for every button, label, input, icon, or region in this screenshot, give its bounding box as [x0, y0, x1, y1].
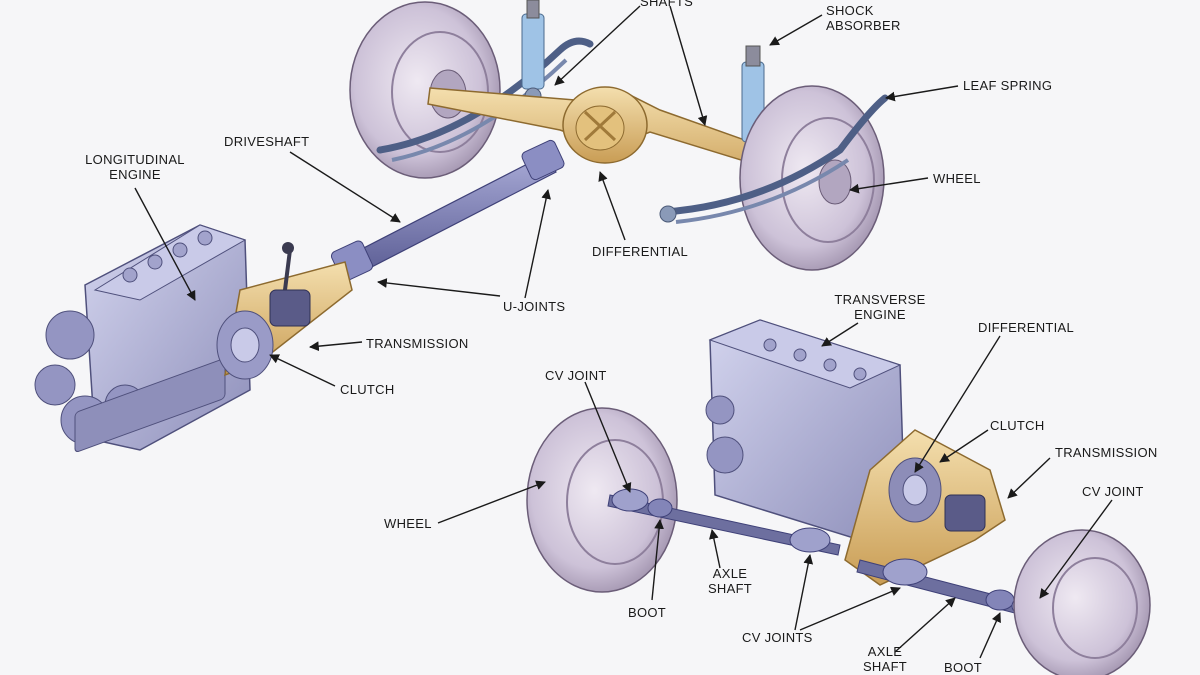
- front-right-wheel: [1013, 529, 1151, 675]
- label-shock-absorber-line2: ABSORBER: [826, 18, 901, 33]
- label-transverse-engine-line1: TRANSVERSE: [834, 292, 926, 307]
- label-wheel-front: WHEEL: [384, 516, 432, 531]
- label-transmission-rear: TRANSMISSION: [366, 336, 469, 351]
- longitudinal-engine: [34, 224, 251, 453]
- label-shafts: SHAFTS: [640, 0, 694, 9]
- label-longitudinal-engine-line2: ENGINE: [109, 167, 161, 182]
- rear-axle-housing: [427, 86, 836, 189]
- leader-lines: [134, 5, 1113, 659]
- label-longitudinal-engine-line1: LONGITUDINAL: [85, 152, 185, 167]
- label-axle-shaft-right-line2: SHAFT: [862, 659, 908, 674]
- label-leaf-spring: LEAF SPRING: [963, 78, 1053, 93]
- label-longitudinal-engine: LONGITUDINAL ENGINE: [80, 152, 190, 182]
- label-driveshaft: DRIVESHAFT: [224, 134, 310, 149]
- label-cv-joint-right: CV JOINT: [1082, 484, 1144, 499]
- label-clutch-front: CLUTCH: [990, 418, 1045, 433]
- rear-left-shock: [521, 0, 545, 105]
- label-cv-joints: CV JOINTS: [742, 630, 813, 645]
- rear-right-wheel: [739, 85, 885, 271]
- label-differential-rear: DIFFERENTIAL: [592, 244, 689, 259]
- label-u-joints: U-JOINTS: [503, 299, 566, 314]
- rear-drive-transmission: [216, 242, 353, 380]
- label-boot-right: BOOT: [944, 660, 983, 675]
- label-wheel-rear: WHEEL: [933, 171, 981, 186]
- front-left-wheel: [526, 407, 678, 593]
- label-boot-left: BOOT: [628, 605, 667, 620]
- label-axle-shaft-left: AXLE SHAFT: [700, 566, 760, 596]
- front-drive-assembly: [526, 319, 1151, 675]
- label-axle-shaft-left-line1: AXLE: [712, 566, 748, 581]
- label-transmission-front: TRANSMISSION: [1055, 445, 1158, 460]
- transverse-engine: [705, 319, 906, 541]
- rear-axle-assembly: [349, 0, 889, 271]
- label-transverse-engine-line2: ENGINE: [854, 307, 906, 322]
- label-transverse-engine: TRANSVERSE ENGINE: [820, 292, 940, 322]
- label-axle-shaft-left-line2: SHAFT: [707, 581, 753, 596]
- label-clutch-rear: CLUTCH: [340, 382, 395, 397]
- front-transaxle: [844, 429, 1006, 586]
- label-shock-absorber-line1: SHOCK: [826, 3, 874, 18]
- label-shock-absorber: SHOCK ABSORBER: [826, 3, 901, 33]
- label-axle-shaft-right-line1: AXLE: [867, 644, 903, 659]
- label-differential-front: DIFFERENTIAL: [978, 320, 1075, 335]
- label-axle-shaft-right: AXLE SHAFT: [855, 644, 915, 674]
- label-cv-joint-left: CV JOINT: [545, 368, 607, 383]
